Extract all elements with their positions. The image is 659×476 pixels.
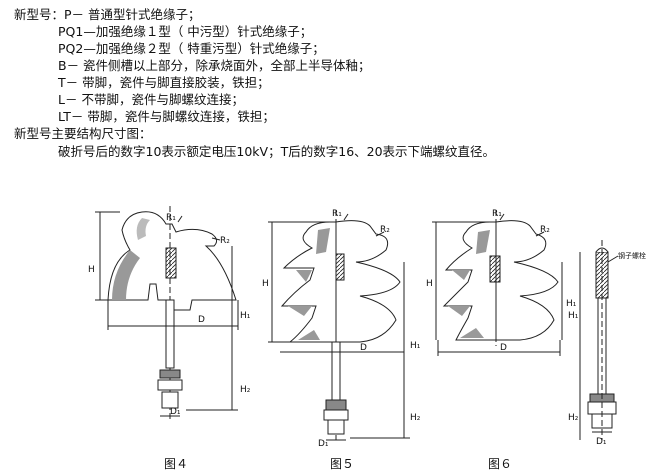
fig6-label-D: D bbox=[500, 343, 507, 353]
text-line-8: 新型号主要结构尺寸图： bbox=[14, 126, 152, 141]
text-line-5: T－ 带脚，瓷件与脚直接胶装，铁担； bbox=[58, 75, 270, 90]
text-line-2: PQ1—加强绝缘１型（ 中污型）针式绝缘子； bbox=[58, 24, 313, 39]
fig5-label-D1: D₁ bbox=[318, 439, 329, 449]
pin-bolt-drawing bbox=[579, 240, 619, 440]
fig6-label-H1: H₁ bbox=[566, 299, 577, 309]
bolt-label-H2: H₂ bbox=[568, 413, 579, 423]
fig5-label-R2: R₂ bbox=[380, 225, 390, 235]
text-line-6: L－ 不带脚，瓷件与脚螺纹连接； bbox=[58, 92, 244, 107]
text-line-7: LT－ 带脚，瓷件与脚螺纹连接，铁担； bbox=[58, 109, 275, 124]
fig5-label-D: D bbox=[360, 343, 367, 353]
text-line-4: B－ 瓷件侧槽以上部分，除承烧面外，全部上半导体釉； bbox=[58, 58, 371, 73]
bolt-label-D1: D₁ bbox=[596, 437, 607, 447]
bolt-label-H1: H₁ bbox=[568, 311, 579, 321]
fig6-label-H: H bbox=[426, 279, 433, 289]
text-line-1: 新型号：P－ 普通型针式绝缘子； bbox=[14, 7, 201, 22]
figure-6-drawing bbox=[432, 210, 563, 356]
figure-5-caption: 图５ bbox=[330, 457, 355, 471]
fig4-label-H: H bbox=[88, 265, 95, 275]
fig5-label-R1: R₁ bbox=[332, 209, 342, 219]
figure-4-drawing bbox=[95, 206, 239, 420]
text-line-3: PQ2—加强绝缘２型（ 特重污型）针式绝缘子； bbox=[58, 41, 325, 56]
fig6-label-R1: R₁ bbox=[492, 209, 502, 219]
fig5-label-H: H bbox=[262, 279, 269, 289]
fig4-label-H1: H₁ bbox=[240, 311, 251, 321]
text-line-9: 破折号后的数字10表示额定电压10kV；T后的数字16、20表示下端螺纹直径。 bbox=[58, 144, 496, 159]
figure-6-caption: 图６ bbox=[488, 457, 513, 471]
fig4-label-R2: R₂ bbox=[220, 236, 230, 246]
fig4-label-D1: D₁ bbox=[170, 407, 181, 417]
figure-5-drawing bbox=[268, 210, 410, 441]
fig5-label-H2: H₂ bbox=[410, 413, 421, 423]
fig6-label-R2: R₂ bbox=[540, 225, 550, 235]
fig4-label-H2: H₂ bbox=[240, 385, 251, 395]
figure-4-caption: 图４ bbox=[164, 457, 189, 471]
fig5-label-H1: H₁ bbox=[410, 341, 421, 351]
fig4-label-R1: R₁ bbox=[166, 213, 176, 223]
bolt-label-callout: 钢子螺栓 bbox=[618, 251, 646, 260]
fig4-label-D: D bbox=[198, 315, 205, 325]
